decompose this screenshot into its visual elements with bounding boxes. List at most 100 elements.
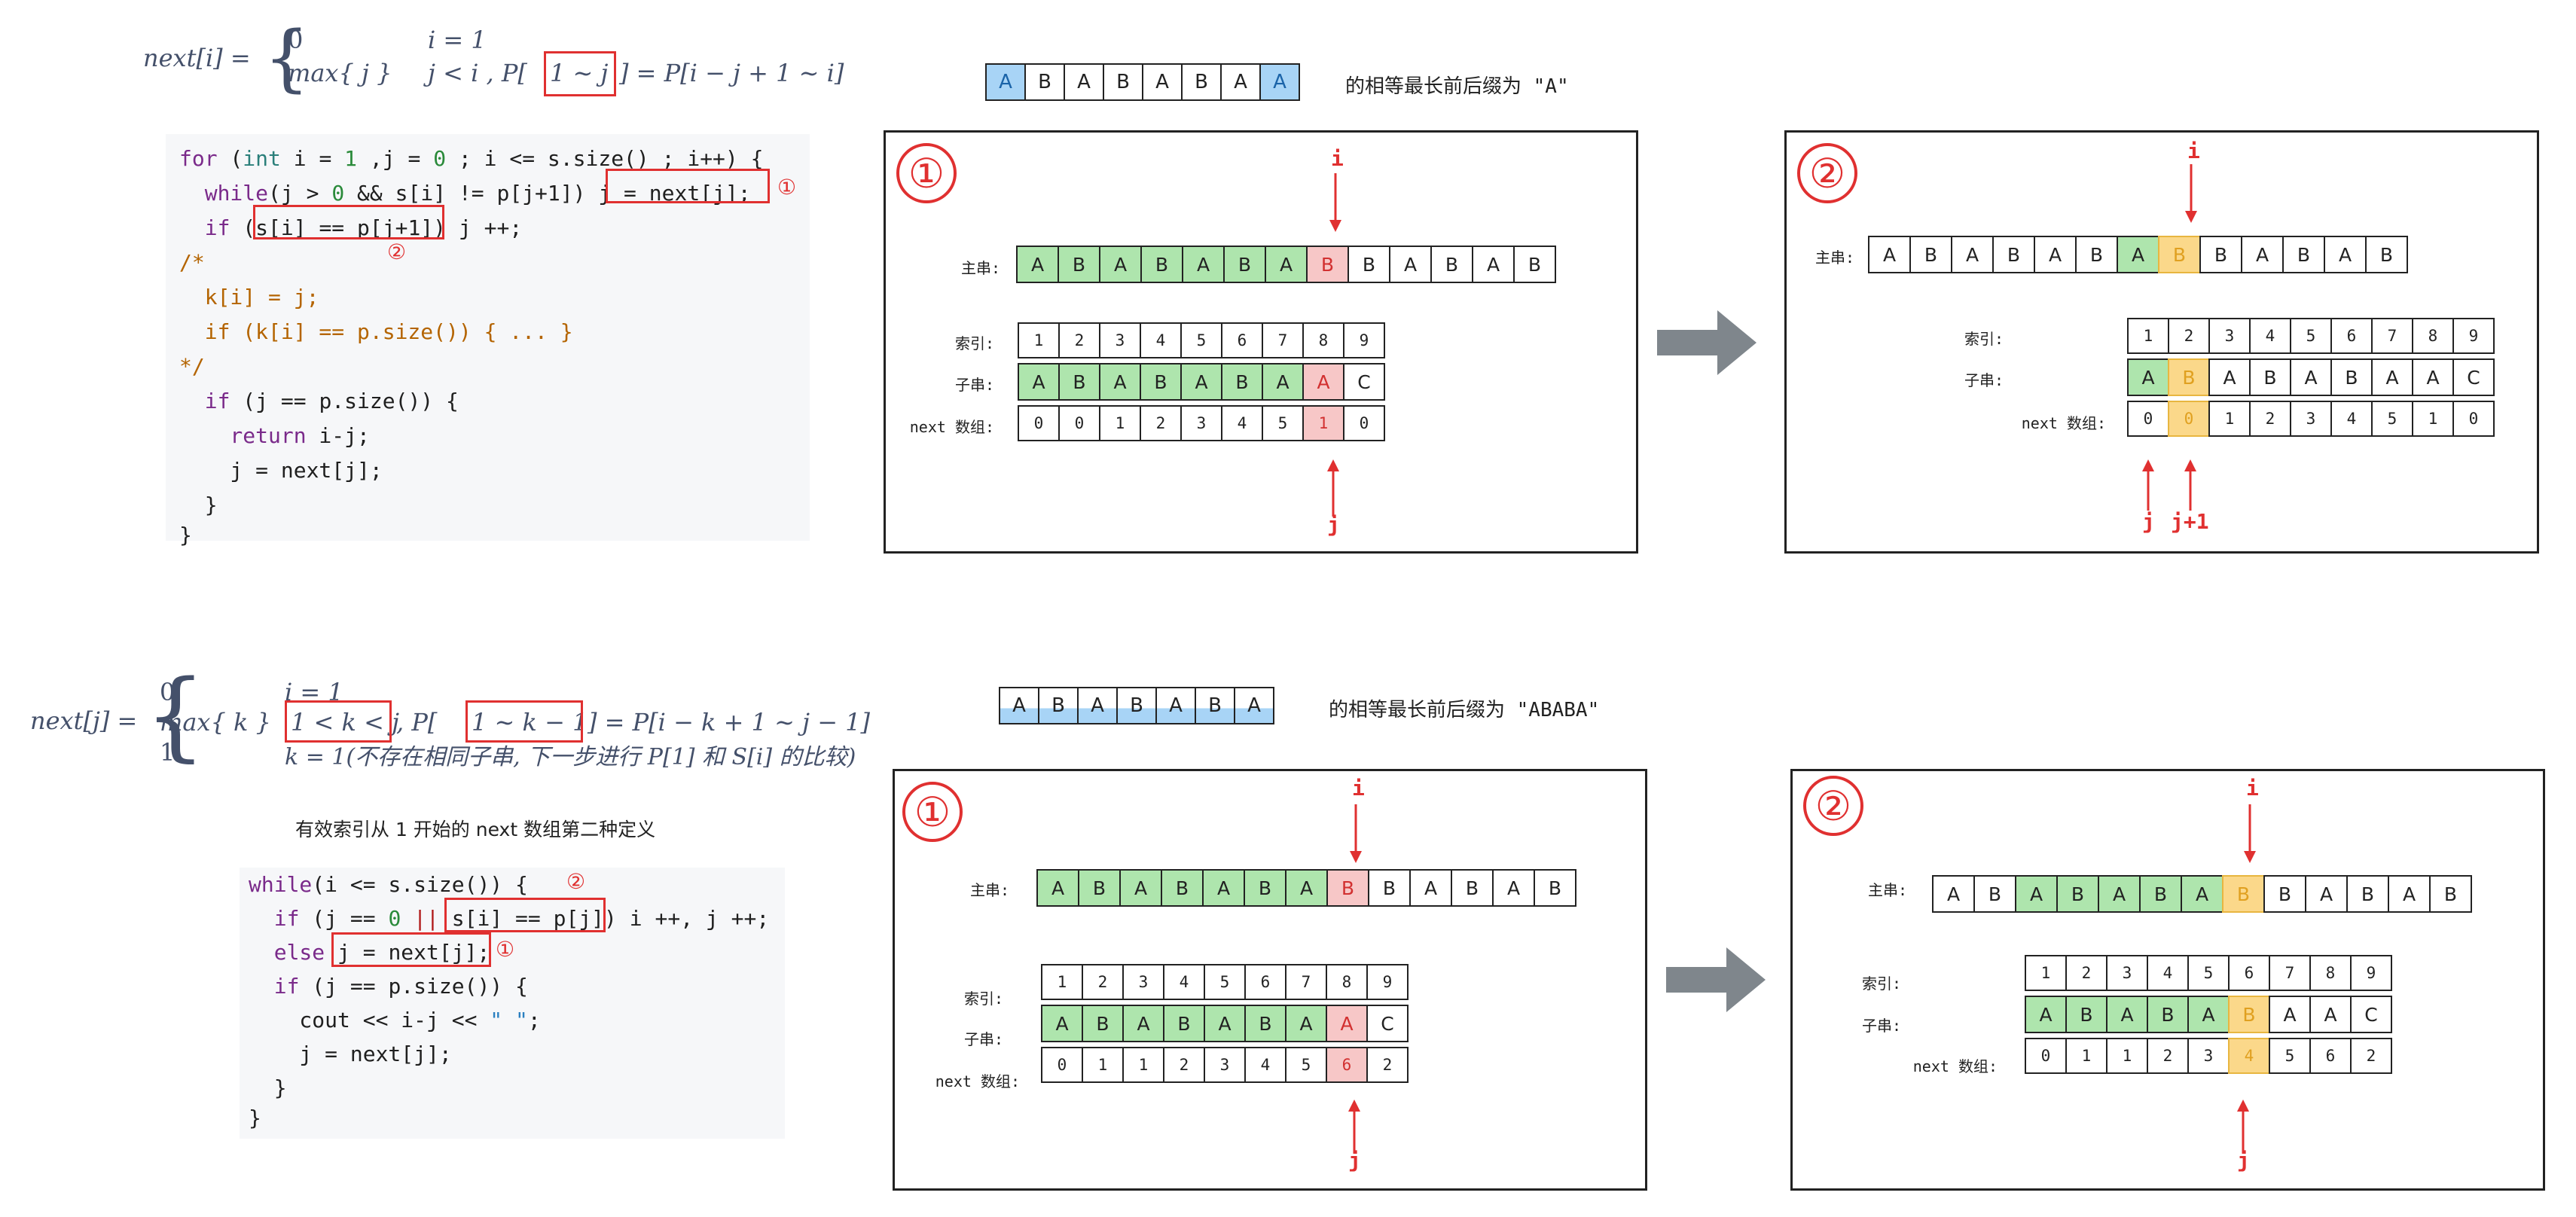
panel3-next-row-cell: 2	[1366, 1047, 1409, 1083]
panel4-sub-row-cell: C	[2350, 996, 2392, 1033]
panel3-main-row-cell: A	[1492, 869, 1535, 907]
code2-line-3: else j = next[j];	[249, 940, 490, 965]
panel4-step-number: ②	[1803, 776, 1863, 836]
panel4-next-row-cell: 5	[2269, 1038, 2311, 1074]
panel4-main-row-cell: B	[2222, 875, 2265, 913]
panel3-sub-row-cell: B	[1082, 1005, 1124, 1042]
formula2-lhs: next[j] =	[30, 706, 138, 735]
pattern-strip-2-cell: A	[1077, 687, 1118, 724]
panel2-main-row-cell: B	[1909, 236, 1952, 273]
panel1-sub-row-cell: A	[1018, 363, 1060, 401]
formula1-highlight-box	[544, 51, 616, 96]
panel4-i-arrow	[2244, 804, 2256, 863]
panel2-index-label: 索引:	[1964, 330, 2004, 348]
panel4-main-row-cell: A	[2015, 875, 2058, 913]
panel2-sub-row-cell: B	[2330, 358, 2373, 396]
code1-line-8: if (j == p.size()) {	[179, 389, 459, 413]
panel3-sub-row-cell: B	[1163, 1005, 1205, 1042]
transition-arrow-1	[1657, 310, 1757, 375]
panel1-sub-row-cell: A	[1262, 363, 1304, 401]
panel4-index-row-cell: 9	[2350, 955, 2392, 991]
code2-mark-1: ①	[496, 937, 515, 962]
panel3-index-row-cell: 3	[1122, 964, 1164, 1000]
panel4-i-label: i	[2246, 776, 2259, 801]
panel4-sub-row-cell: A	[2269, 996, 2311, 1033]
panel4-j-label: j	[2237, 1148, 2250, 1173]
panel3-index-row-cell: 4	[1163, 964, 1205, 1000]
panel2-next-row-cell: 0	[2127, 401, 2169, 437]
panel2-main-row-cell: A	[2241, 236, 2284, 273]
panel4-main-row-cell: B	[2263, 875, 2306, 913]
code1-line-12: }	[179, 523, 192, 547]
pattern-strip-1-cell: B	[1181, 63, 1222, 101]
panel3-step-number: ①	[902, 782, 963, 842]
panel4-sub-row-cell: B	[2228, 996, 2270, 1033]
formula1-r2-cond-box: 1 ∼ j	[550, 59, 609, 87]
code1-box-compare	[253, 205, 444, 239]
panel2-next-row-cell: 4	[2330, 401, 2373, 437]
panel1-index-row-cell: 2	[1058, 322, 1100, 358]
panel3-index-row-cell: 9	[1366, 964, 1409, 1000]
panel1-index-row-cell: 6	[1221, 322, 1263, 358]
panel1-index-row-cell: 7	[1262, 322, 1304, 358]
panel3-main-row-cell: B	[1368, 869, 1411, 907]
panel2-next-row-cell: 1	[2412, 401, 2454, 437]
panel2-index-row-cell: 2	[2168, 318, 2210, 354]
panel3-main-row-cell: B	[1161, 869, 1204, 907]
panel1-next-row-cell: 0	[1343, 405, 1385, 441]
formula2-brace: {	[145, 660, 206, 772]
panel2-next-row-cell: 2	[2249, 401, 2291, 437]
panel4-index-row-cell: 7	[2269, 955, 2311, 991]
panel2-j-arrow	[2142, 459, 2154, 511]
panel1-main-row-cell: A	[1016, 246, 1059, 283]
panel2-main-row-cell: A	[1868, 236, 1911, 273]
panel3-sub-row-cell: A	[1285, 1005, 1327, 1042]
panel3-next-row-cell: 6	[1326, 1047, 1368, 1083]
panel3-main-row-cell: A	[1285, 869, 1328, 907]
panel1-next-row-cell: 4	[1221, 405, 1263, 441]
panel3-i-arrow	[1350, 804, 1362, 863]
code2-line-4: if (j == p.size()) {	[249, 974, 528, 999]
panel2-next-row-cell: 0	[2452, 401, 2495, 437]
pattern-strip-2-cell: A	[1155, 687, 1196, 724]
panel4-next-row-cell: 2	[2147, 1038, 2189, 1074]
panel3-main-row-cell: B	[1078, 869, 1121, 907]
panel3-sub-row-cell: A	[1326, 1005, 1368, 1042]
panel2-next-row-cell: 0	[2168, 401, 2210, 437]
panel3-index-row-cell: 5	[1204, 964, 1246, 1000]
panel3-main-row-cell: A	[1036, 869, 1079, 907]
panel1-index-row-cell: 4	[1140, 322, 1182, 358]
formula2-highlight-box-1	[285, 700, 392, 743]
panel1-main-row-cell: B	[1140, 246, 1183, 283]
panel3-main-row-cell: B	[1326, 869, 1369, 907]
code1-line-1: for (int i = 1 ,j = 0 ; i <= s.size() ; …	[179, 146, 764, 171]
panel1-main-row-cell: B	[1306, 246, 1349, 283]
panel1-main-row-cell: A	[1099, 246, 1142, 283]
panel4-main-row-cell: A	[1932, 875, 1975, 913]
panel3-next-row-cell: 2	[1163, 1047, 1205, 1083]
panel2-index-row-cell: 9	[2452, 318, 2495, 354]
panel2-index-row-cell: 8	[2412, 318, 2454, 354]
panel4-main-row-cell: A	[2388, 875, 2431, 913]
panel2-next-label: next 数组:	[2021, 414, 2106, 432]
panel3-main-row-cell: B	[1534, 869, 1576, 907]
panel3-index-row-cell: 1	[1041, 964, 1083, 1000]
panel1-next-row-cell: 5	[1262, 405, 1304, 441]
formula2-r2-value: max{ k }	[160, 708, 271, 737]
panel3-j-label: j	[1348, 1148, 1361, 1173]
panel1-next-row-cell: 1	[1302, 405, 1344, 441]
panel1-sub-row-cell: A	[1302, 363, 1344, 401]
panel3-index-row-cell: 6	[1244, 964, 1286, 1000]
panel2-i-label: i	[2187, 139, 2200, 163]
panel4-main-row-cell: B	[2056, 875, 2099, 913]
code2-box-compare	[444, 898, 606, 932]
panel2-main-row-cell: A	[2034, 236, 2077, 273]
panel2-sub-label: 子串:	[1964, 371, 2004, 389]
formula2-r1-value: 0	[160, 678, 175, 706]
